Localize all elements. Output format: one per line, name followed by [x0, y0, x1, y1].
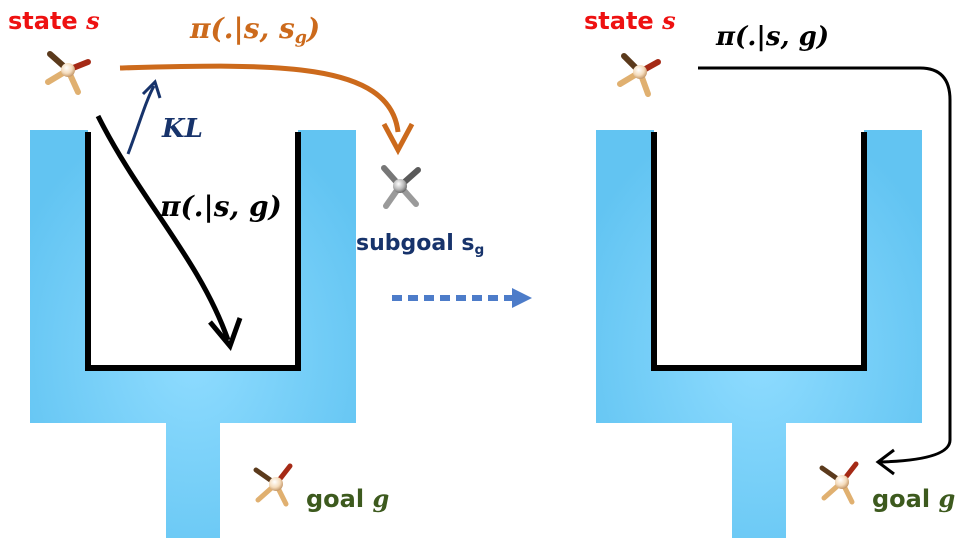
transition-arrow	[392, 288, 532, 308]
goal-policy-arrow-left	[95, 114, 243, 351]
subgoal-policy-label: π(.|s, sg)	[190, 12, 321, 48]
molecule-state-icon	[45, 51, 91, 95]
molecule-state-icon-right	[617, 53, 661, 97]
kl-label: KL	[162, 114, 203, 144]
goal-policy-label-right: π(.|s, g)	[716, 22, 830, 52]
kl-arrow	[126, 79, 162, 155]
goal-policy-label-left: π(.|s, g)	[160, 190, 282, 223]
molecule-subgoal-icon	[381, 165, 421, 209]
molecule-goal-icon	[253, 463, 293, 507]
left-maze	[30, 130, 356, 538]
subgoal-policy-arrow	[119, 63, 415, 156]
state-label-right: state s	[584, 6, 676, 35]
state-label-left: state s	[8, 6, 100, 35]
subgoal-label: subgoal sg	[356, 231, 485, 258]
molecule-goal-icon-right	[819, 461, 859, 505]
goal-label-right: goal g	[872, 484, 956, 513]
right-maze	[596, 130, 922, 538]
goal-policy-arrow-right	[698, 66, 952, 476]
goal-label-left: goal g	[306, 484, 390, 513]
